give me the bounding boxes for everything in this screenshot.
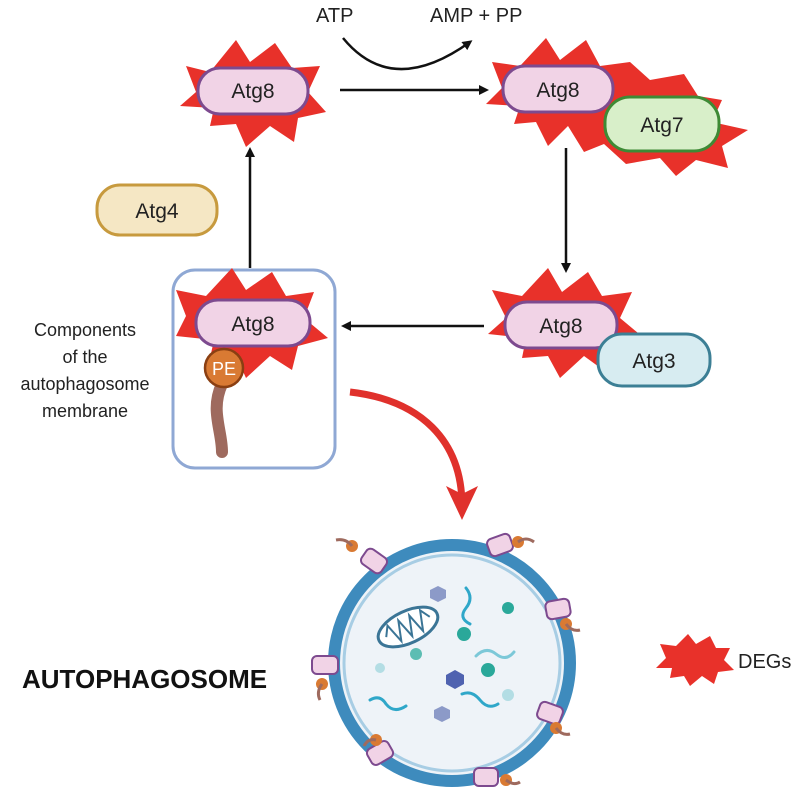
cargo-dot [457, 627, 471, 641]
membrane-atg8-pe [362, 734, 395, 766]
cargo-dot [502, 689, 514, 701]
membrane-atg8-pe [473, 767, 521, 787]
degs-legend-label: DEGs [738, 651, 791, 673]
membrane-box: Atg8 PE [171, 268, 337, 470]
legend: DEGs [656, 634, 791, 686]
membrane-label: Components of the autophagosome membrane [20, 320, 149, 421]
cargo-dot [410, 648, 422, 660]
pe-node [203, 347, 245, 389]
atg8-atg3-complex: Atg8 Atg3 [488, 268, 712, 388]
cargo-strand [461, 586, 472, 626]
lipid-tail [210, 378, 228, 458]
reaction-arrow [342, 37, 473, 71]
atg4-label: Atg4 [135, 200, 179, 223]
membrane-atg8-pe [335, 538, 389, 575]
cargo-hexagon [430, 586, 446, 602]
degs-legend-icon [656, 634, 734, 686]
membrane-atg8-pe [486, 532, 535, 558]
atg3-label: Atg3 [632, 350, 675, 373]
red-arrow [349, 388, 478, 520]
membrane-atg8-pe [544, 597, 581, 632]
atg4-node: Atg4 [95, 183, 219, 237]
atg8-label: Atg8 [539, 315, 582, 338]
amp-pp-label: AMP + PP [430, 5, 522, 27]
atg8-label: Atg8 [231, 80, 274, 103]
cargo-dot [502, 602, 514, 614]
membrane-atg8-pe [311, 655, 339, 701]
autophagosome [311, 532, 581, 787]
mitochondrion-icon [376, 605, 440, 649]
cargo-hexagon [446, 670, 464, 689]
cargo-strand [460, 691, 500, 708]
atg8-label: Atg8 [536, 79, 579, 102]
atg8-atg7-complex: Atg8 Atg7 [486, 38, 748, 176]
cargo-hexagon [434, 706, 450, 722]
atg7-label: Atg7 [640, 114, 683, 137]
autophagosome-label: AUTOPHAGOSOME [22, 664, 267, 694]
membrane-label-line-2: of the [62, 347, 107, 367]
pe-label: PE [212, 359, 236, 379]
cargo-strand [368, 696, 408, 711]
cargo-dot [375, 663, 385, 673]
atg8-label: Atg8 [231, 313, 274, 336]
cargo-strand [474, 649, 516, 659]
membrane-label-line-3: autophagosome [20, 374, 149, 394]
atg8-node-top-left: Atg8 [180, 40, 326, 147]
membrane-label-line-4: membrane [42, 401, 128, 421]
membrane-label-line-1: Components [34, 320, 136, 340]
atp-label: ATP [316, 5, 353, 27]
membrane-atg8-pe [536, 700, 571, 736]
cargo-dot [481, 663, 495, 677]
